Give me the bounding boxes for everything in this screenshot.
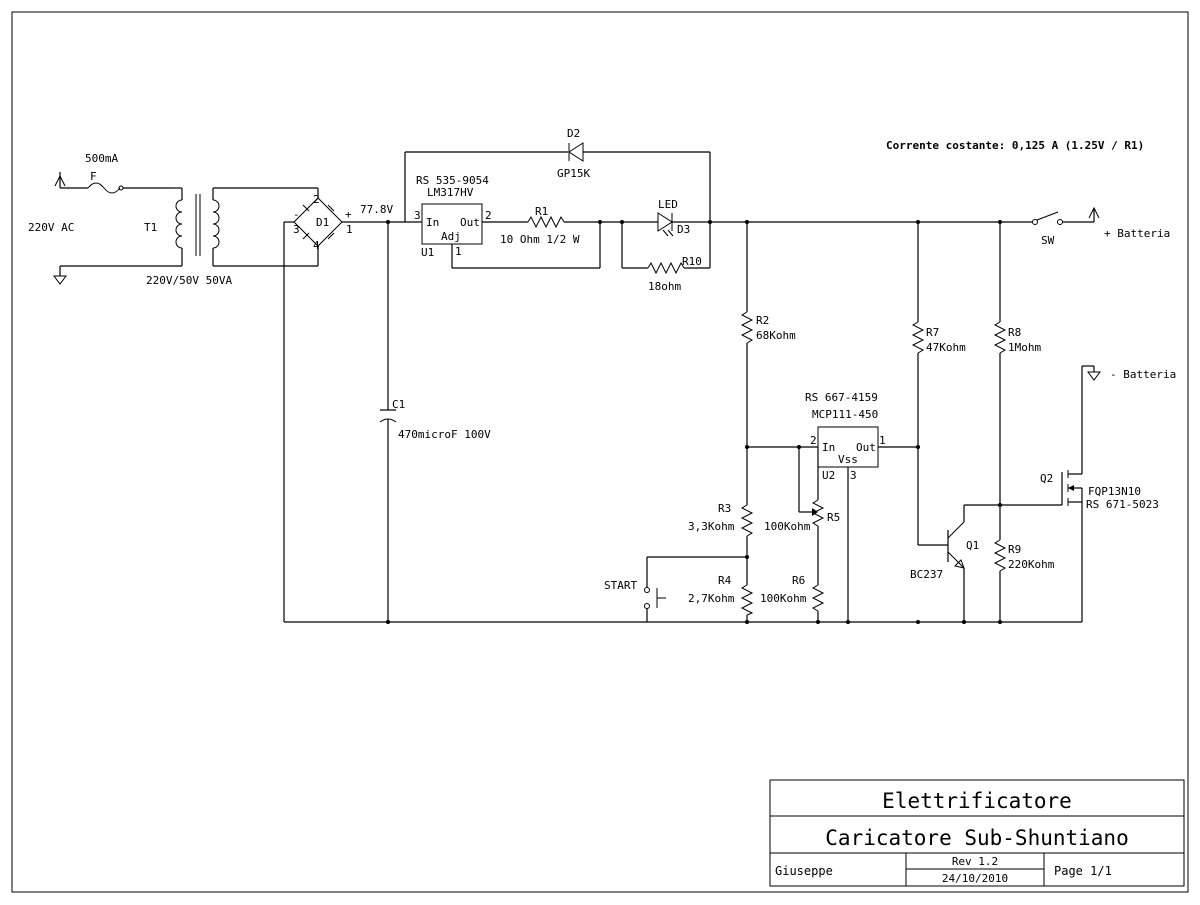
sw-ref: SW	[1041, 234, 1055, 247]
d1-pin2: 2	[313, 193, 320, 206]
switch-sw	[1032, 206, 1100, 225]
voltage-detector-u2	[747, 426, 918, 622]
d1-pin-minus: -	[293, 208, 300, 221]
d1-pin4: 4	[313, 239, 320, 252]
author-text: Giuseppe	[775, 864, 833, 878]
transistor-q1	[947, 504, 1000, 622]
resistor-r7	[911, 220, 948, 546]
r2-ref: R2	[756, 314, 769, 327]
u2-ref: U2	[822, 469, 835, 482]
r6-value: 100Kohm	[760, 592, 807, 605]
mains-label: 220V AC	[28, 221, 74, 234]
u1-rs: RS 535-9054	[416, 174, 489, 187]
c1-value: 470microF 100V	[398, 428, 491, 441]
transformer-t1	[160, 187, 285, 267]
r8-ref: R8	[1008, 326, 1021, 339]
led-label: LED	[658, 198, 678, 211]
u1-ref: U1	[421, 246, 434, 259]
d1-ref: D1	[316, 216, 329, 229]
u1-pin1: 1	[455, 245, 462, 258]
r3-ref: R3	[718, 502, 731, 515]
u1-pin2: 2	[485, 209, 492, 222]
u2-pin1: 1	[879, 434, 886, 447]
t1-spec: 220V/50V 50VA	[146, 274, 232, 287]
r9-ref: R9	[1008, 543, 1021, 556]
capacitor-c1	[379, 220, 397, 624]
r6-ref: R6	[792, 574, 805, 587]
r3-value: 3,3Kohm	[688, 520, 735, 533]
diode-d2	[404, 142, 711, 222]
potentiometer-r5	[797, 445, 825, 622]
date-text: 24/10/2010	[942, 872, 1008, 885]
resistor-r1	[527, 215, 622, 229]
r7-value: 47Kohm	[926, 341, 966, 354]
resistor-r10	[620, 220, 712, 275]
u1-in: In	[426, 216, 439, 229]
r1-ref: R1	[535, 205, 548, 218]
title-block	[769, 779, 1185, 887]
revision-text: Rev 1.2	[952, 855, 998, 868]
u1-out: Out	[460, 216, 480, 229]
start-label: START	[604, 579, 637, 592]
u2-part: MCP111-450	[812, 408, 878, 421]
r5-value: 100Kohm	[764, 520, 811, 533]
r10-ref: R10	[682, 255, 702, 268]
constant-current-note: Corrente costante: 0,125 A (1.25V / R1)	[886, 139, 1144, 152]
r7-ref: R7	[926, 326, 939, 339]
d2-part: GP15K	[557, 167, 590, 180]
q2-ref: Q2	[1040, 472, 1053, 485]
q2-rs: RS 671-5023	[1086, 498, 1159, 511]
divider-column	[740, 220, 754, 624]
u1-part: LM317HV	[427, 186, 474, 199]
r10-value: 18ohm	[648, 280, 681, 293]
t1-ref: T1	[144, 221, 157, 234]
voltage-node-label: 77.8V	[360, 203, 393, 216]
r1-value: 10 Ohm 1/2 W	[500, 233, 580, 246]
u2-pin2: 2	[810, 434, 817, 447]
ground-rail	[283, 222, 1082, 623]
u2-vss: Vss	[838, 453, 858, 466]
batt-minus-label: - Batteria	[1110, 368, 1176, 381]
q1-part: BC237	[910, 568, 943, 581]
u2-pin3: 3	[850, 469, 857, 482]
r2-value: 68Kohm	[756, 329, 796, 342]
u2-out: Out	[856, 441, 876, 454]
q2-part: FQP13N10	[1088, 485, 1141, 498]
subtitle-text: Caricatore Sub-Shuntiano	[825, 826, 1128, 850]
d1-pin3: 3	[293, 223, 300, 236]
page-text: Page 1/1	[1054, 864, 1112, 878]
led-d3	[622, 212, 1032, 237]
r8-value: 1Mohm	[1008, 341, 1041, 354]
fuse-rating: 500mA	[85, 152, 118, 165]
start-pushbutton	[644, 556, 747, 622]
d3-ref: D3	[677, 223, 690, 236]
d2-ref: D2	[567, 127, 580, 140]
fuse-symbol	[87, 182, 170, 194]
d1-pin1: 1	[346, 223, 353, 236]
fuse-ref: F	[90, 170, 97, 183]
u1-adj: Adj	[441, 230, 461, 243]
u1-pin3: 3	[414, 209, 421, 222]
page-border	[11, 11, 1189, 893]
batt-plus-label: + Batteria	[1104, 227, 1170, 240]
q1-ref: Q1	[966, 539, 979, 552]
u2-rs: RS 667-4159	[805, 391, 878, 404]
mains-input	[53, 172, 160, 285]
resistor-r8-r9	[816, 220, 1062, 624]
bridge-rectifier-d1	[284, 187, 388, 267]
r9-value: 220Kohm	[1008, 558, 1055, 571]
c1-ref: C1	[392, 398, 405, 411]
r5-ref: R5	[827, 511, 840, 524]
title-text: Elettrificatore	[882, 789, 1072, 813]
r4-value: 2,7Kohm	[688, 592, 735, 605]
d1-pin-plus: +	[345, 208, 352, 221]
u2-in: In	[822, 441, 835, 454]
mosfet-q2	[1061, 365, 1101, 622]
r4-ref: R4	[718, 574, 732, 587]
